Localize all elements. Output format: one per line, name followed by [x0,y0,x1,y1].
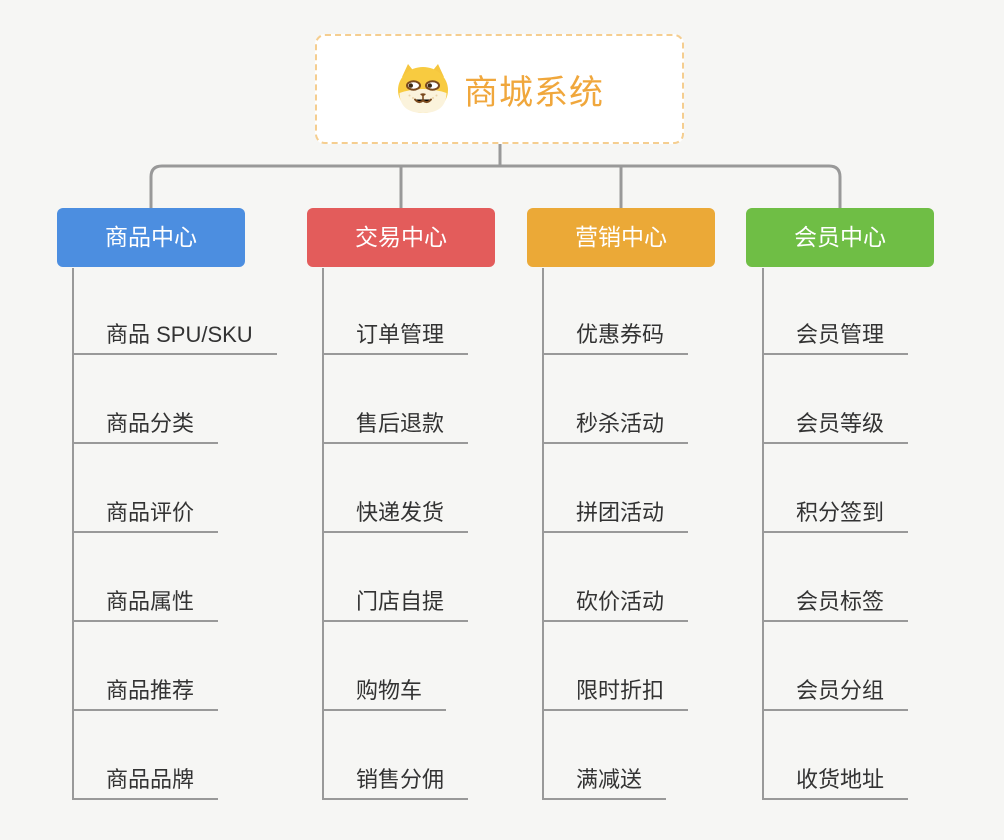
child-node-member-group[interactable]: 会员分组 [762,675,909,711]
child-node-express-shipping[interactable]: 快递发货 [322,497,469,533]
child-node-group-buy[interactable]: 拼团活动 [542,497,689,533]
child-node-after-sale-refund[interactable]: 售后退款 [322,408,469,444]
child-node-shopping-cart[interactable]: 购物车 [322,675,447,711]
child-node-order-management[interactable]: 订单管理 [322,319,469,355]
branch-header-member-center[interactable]: 会员中心 [746,208,934,267]
branch-trunk-line [72,268,74,800]
child-node-product-brand[interactable]: 商品品牌 [72,764,219,800]
branch-header-marketing-center[interactable]: 营销中心 [527,208,715,267]
branch-trunk-line [542,268,544,800]
root-node[interactable]: 商城系统 [315,34,684,144]
shiba-dog-icon [398,64,448,113]
branch-header-product-center[interactable]: 商品中心 [57,208,245,267]
child-node-coupon-code[interactable]: 优惠券码 [542,319,689,355]
root-title: 商城系统 [464,73,604,112]
child-node-full-reduction[interactable]: 满减送 [542,764,667,800]
child-node-sales-commission[interactable]: 销售分佣 [322,764,469,800]
branch-rail-line [149,164,842,210]
child-node-product-review[interactable]: 商品评价 [72,497,219,533]
child-node-flash-sale[interactable]: 秒杀活动 [542,408,689,444]
child-node-product-spu-sku[interactable]: 商品 SPU/SKU [72,319,277,355]
branch-header-trade-center[interactable]: 交易中心 [307,208,495,267]
branch-trunk-line [322,268,324,800]
child-node-limited-time-discount[interactable]: 限时折扣 [542,675,689,711]
child-node-product-recommend[interactable]: 商品推荐 [72,675,219,711]
child-node-bargain-activity[interactable]: 砍价活动 [542,586,689,622]
branch-trunk-line [762,268,764,800]
child-node-product-attribute[interactable]: 商品属性 [72,586,219,622]
child-node-points-checkin[interactable]: 积分签到 [762,497,909,533]
child-node-product-category[interactable]: 商品分类 [72,408,219,444]
child-node-shipping-address[interactable]: 收货地址 [762,764,909,800]
child-node-member-management[interactable]: 会员管理 [762,319,909,355]
child-node-member-tag[interactable]: 会员标签 [762,586,909,622]
child-node-member-level[interactable]: 会员等级 [762,408,909,444]
child-node-store-pickup[interactable]: 门店自提 [322,586,469,622]
